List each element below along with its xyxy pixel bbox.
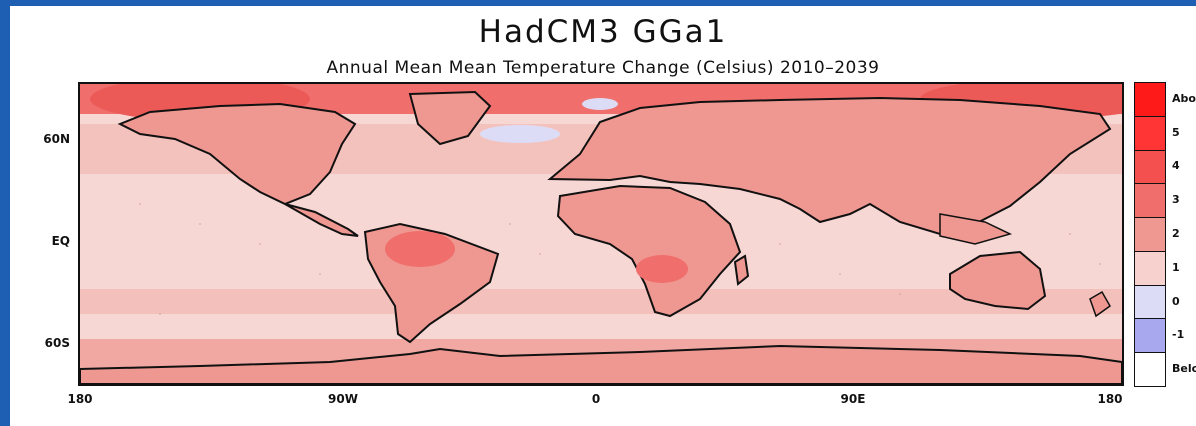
legend-swatch bbox=[1134, 149, 1166, 185]
lon-label-0: 0 bbox=[591, 392, 601, 406]
legend-label: Below bbox=[1172, 362, 1196, 376]
lat-label-60n: 60N bbox=[43, 132, 70, 146]
legend-swatch bbox=[1134, 284, 1166, 320]
color-legend: Above 5 4 3 2 1 0 -1Below bbox=[1134, 82, 1196, 387]
southern-warm-band bbox=[80, 289, 1122, 314]
legend-swatch bbox=[1134, 183, 1166, 219]
legend-label: 1 bbox=[1172, 260, 1180, 274]
temperature-map bbox=[78, 82, 1124, 386]
legend-label: 5 bbox=[1172, 125, 1180, 139]
legend-swatch bbox=[1134, 115, 1166, 151]
figure-panel: HadCM3 GGa1 Annual Mean Mean Temperature… bbox=[10, 6, 1196, 426]
legend-swatch bbox=[1134, 352, 1166, 387]
lat-label-60s: 60S bbox=[44, 336, 70, 350]
madagascar bbox=[733, 254, 750, 286]
lon-label-180w: 180 bbox=[67, 392, 93, 406]
greenland-cool-patch bbox=[582, 98, 618, 110]
lon-label-180e: 180 bbox=[1097, 392, 1123, 406]
greenland bbox=[408, 90, 492, 146]
eurasia bbox=[547, 96, 1112, 236]
legend-label: 3 bbox=[1172, 193, 1180, 207]
map-title: HadCM3 GGa1 bbox=[478, 14, 728, 50]
legend-label: -1 bbox=[1172, 328, 1185, 342]
map-svg bbox=[80, 84, 1122, 384]
legend-label: Above bbox=[1172, 91, 1196, 105]
legend-swatch bbox=[1134, 82, 1166, 117]
lat-label-eq: EQ bbox=[51, 234, 70, 248]
antarctica bbox=[80, 344, 1122, 384]
central-america bbox=[284, 203, 359, 237]
maritime-southeast-asia bbox=[939, 213, 1013, 245]
australia bbox=[949, 250, 1047, 311]
lon-label-90e: 90E bbox=[840, 392, 866, 406]
dot-pattern bbox=[139, 203, 1101, 315]
legend-swatch bbox=[1134, 217, 1166, 252]
north-atlantic-cool-patch bbox=[480, 125, 560, 143]
legend-label: 2 bbox=[1172, 227, 1180, 240]
legend-swatch bbox=[1134, 318, 1166, 354]
africa bbox=[556, 184, 742, 318]
map-subtitle: Annual Mean Mean Temperature Change (Cel… bbox=[326, 58, 880, 78]
north-america bbox=[117, 102, 357, 206]
new-zealand bbox=[1089, 290, 1111, 318]
amazon-hotspot bbox=[385, 231, 455, 267]
southern-africa-hotspot bbox=[636, 255, 688, 283]
legend-swatch bbox=[1134, 250, 1166, 286]
lon-label-90w: 90W bbox=[328, 392, 358, 406]
legend-label: 0 bbox=[1172, 294, 1180, 308]
legend-label: 4 bbox=[1172, 159, 1180, 173]
